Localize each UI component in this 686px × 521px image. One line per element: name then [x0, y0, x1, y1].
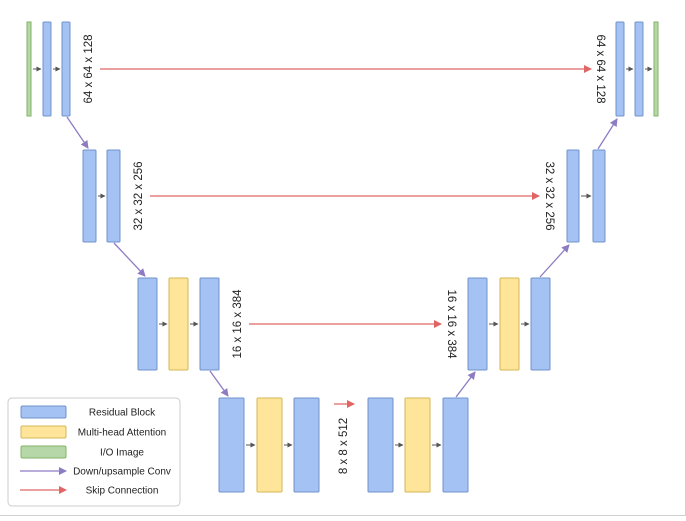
dim-label-level3-right: 16 x 16 x 384: [445, 289, 457, 359]
dim-label-level1-left: 64 x 64 x 128: [83, 34, 95, 103]
legend-label-skip: Skip Connection: [86, 486, 159, 497]
residual-block: [634, 21, 644, 117]
residual-block: [218, 397, 245, 493]
legend-label-residual: Residual Block: [89, 408, 156, 419]
residual-block: [367, 397, 394, 493]
downsample-arrow: [209, 370, 229, 397]
legend-swatch-residual: [20, 405, 67, 419]
attention-block: [168, 277, 189, 371]
residual-block: [615, 21, 625, 117]
dim-label-level2-left: 32 x 32 x 256: [133, 161, 145, 230]
legend-swatch-attention: [20, 425, 67, 439]
legend-label-downup: Down/upsample Conv: [73, 467, 171, 478]
dim-label-level2-right: 32 x 32 x 256: [543, 161, 555, 230]
upsample-arrow: [455, 371, 476, 398]
residual-block: [442, 397, 469, 493]
residual-block: [42, 21, 52, 117]
residual-block: [293, 397, 320, 493]
io-image-input: [26, 21, 32, 117]
residual-block: [61, 21, 71, 117]
downsample-arrow: [113, 242, 146, 277]
legend-label-attention: Multi-head Attention: [78, 428, 166, 439]
dim-label-level1-right: 64 x 64 x 128: [594, 34, 606, 103]
residual-block: [592, 149, 606, 243]
legend: Residual Block Multi-head Attention I/O …: [7, 397, 181, 507]
legend-swatch-io: [20, 445, 67, 459]
downsample-arrow: [66, 116, 89, 149]
legend-label-io: I/O Image: [100, 448, 144, 459]
attention-block: [499, 277, 520, 371]
residual-block: [137, 277, 158, 371]
residual-block: [82, 149, 97, 243]
io-image-output: [653, 21, 659, 117]
residual-block: [467, 277, 488, 371]
upsample-arrow: [597, 118, 618, 150]
attention-block: [256, 397, 283, 493]
residual-block: [106, 149, 121, 243]
residual-block: [530, 277, 551, 371]
dim-label-level3-left: 16 x 16 x 384: [232, 289, 244, 359]
dim-label-bottleneck: 8 x 8 x 512: [338, 418, 350, 474]
upsample-arrow: [539, 244, 570, 278]
residual-block: [566, 149, 580, 243]
residual-block: [199, 277, 220, 371]
attention-block: [404, 397, 431, 493]
legend-box: [7, 397, 181, 507]
